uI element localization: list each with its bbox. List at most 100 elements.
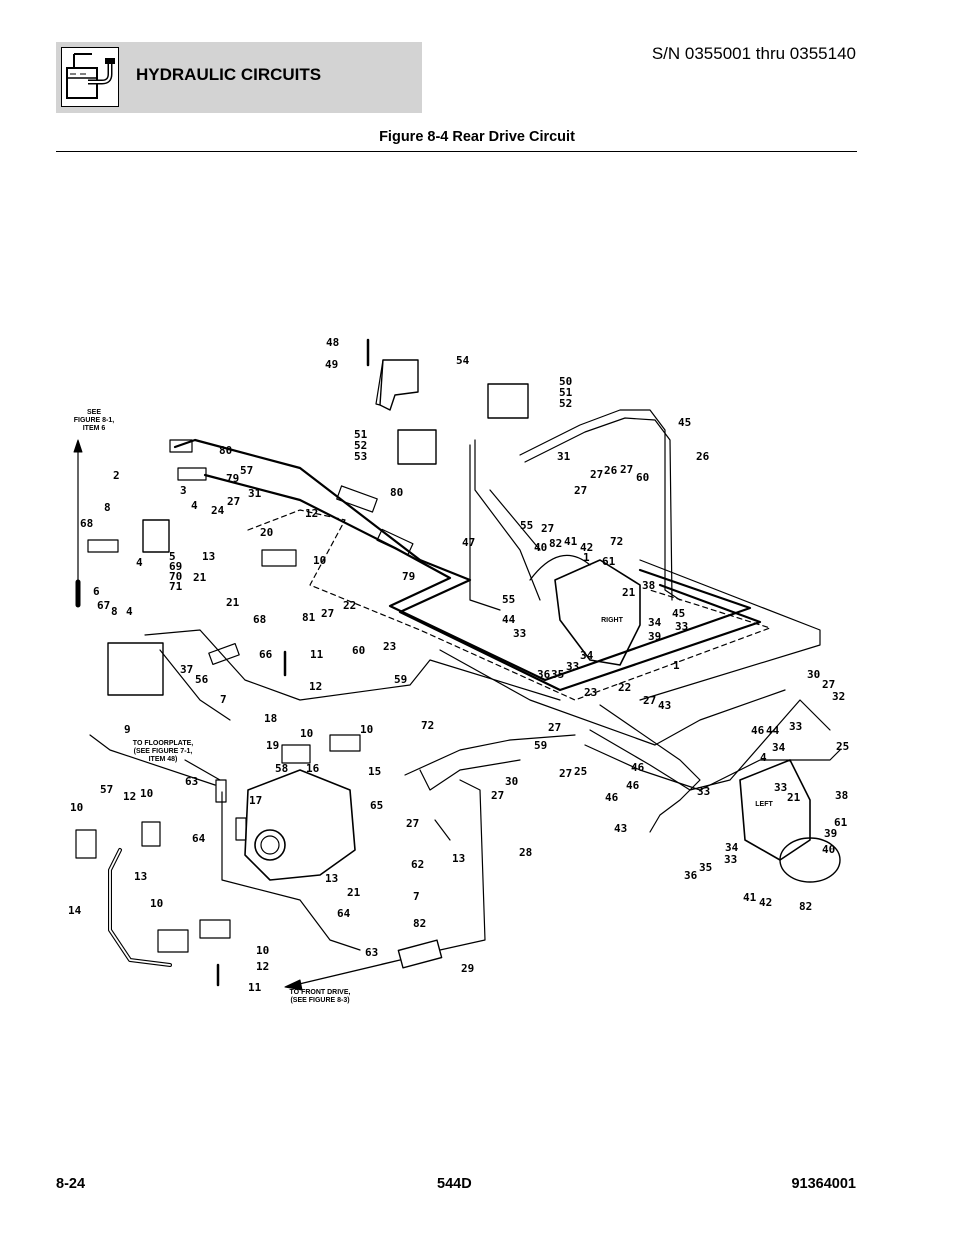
callout-item-53: 53 (354, 450, 367, 463)
callout-item-27: 27 (406, 817, 419, 830)
callout-item-21: 21 (787, 791, 801, 804)
callout-item-54: 54 (456, 354, 470, 367)
callout-item-6: 6 (93, 585, 100, 598)
callout-item-36: 36 (537, 668, 551, 681)
callout-item-23: 23 (383, 640, 396, 653)
callout-item-82: 82 (549, 537, 562, 550)
figure-title: Figure 8-4 Rear Drive Circuit (379, 129, 575, 145)
callout-item-35: 35 (699, 861, 712, 874)
callout-item-28: 28 (519, 846, 532, 859)
callout-item-21: 21 (622, 586, 636, 599)
callout-item-37: 37 (180, 663, 193, 676)
callout-item-33: 33 (675, 620, 688, 633)
manifold-9 (107, 642, 164, 696)
callout-item-20: 20 (260, 526, 273, 539)
callout-item-29: 29 (461, 962, 474, 975)
callout-item-61: 61 (602, 555, 616, 568)
callout-item-33: 33 (789, 720, 802, 733)
callout-item-12: 12 (123, 790, 136, 803)
svg-text:(SEE FIGURE 7-1,: (SEE FIGURE 7-1, (134, 748, 193, 755)
callout-item-10: 10 (70, 801, 83, 814)
callout-item-8: 8 (111, 605, 118, 618)
callout-item-42: 42 (759, 896, 772, 909)
svg-text:(SEE FIGURE 8-3): (SEE FIGURE 8-3) (290, 997, 349, 1004)
callout-item-10: 10 (256, 944, 269, 957)
callout-item-35: 35 (551, 668, 564, 681)
callout-item-40: 40 (534, 541, 547, 554)
callout-item-44: 44 (766, 724, 780, 737)
hose-63 (221, 791, 361, 951)
callout-item-32: 32 (832, 690, 845, 703)
callout-item-13: 13 (325, 872, 338, 885)
callout-item-22: 22 (343, 599, 356, 612)
callout-item-10: 10 (150, 897, 163, 910)
callout-item-27: 27 (227, 495, 240, 508)
callout-item-16: 16 (306, 762, 320, 775)
hose-43 (599, 704, 701, 833)
label-right-motor: RIGHT (601, 617, 624, 624)
callout-item-64: 64 (337, 907, 351, 920)
callout-item-30: 30 (505, 775, 518, 788)
callout-item-4: 4 (126, 605, 133, 618)
callout-item-15: 15 (368, 765, 381, 778)
callout-item-12: 12 (256, 960, 269, 973)
callout-item-9: 9 (124, 723, 131, 736)
hydraulic-reservoir-icon (61, 47, 119, 107)
callout-item-42: 42 (580, 541, 593, 554)
callout-item-52: 52 (559, 397, 572, 410)
clamp-block-51 (397, 429, 437, 465)
callout-item-4: 4 (136, 556, 143, 569)
callout-item-64: 64 (192, 832, 206, 845)
callout-item-10: 10 (140, 787, 153, 800)
callout-item-19: 19 (266, 739, 279, 752)
callout-item-27: 27 (548, 721, 561, 734)
callout-item-21: 21 (193, 571, 207, 584)
model-number: 544D (437, 1176, 472, 1192)
callout-item-51: 51 (559, 386, 573, 399)
hose-47 (474, 439, 541, 601)
right-drive-motor (554, 559, 641, 666)
callout-item-45: 45 (678, 416, 691, 429)
callout-item-43: 43 (658, 699, 671, 712)
hose-66 (144, 629, 561, 701)
callout-item-58: 58 (275, 762, 288, 775)
callout-item-38: 38 (642, 579, 655, 592)
callout-item-67: 67 (97, 599, 110, 612)
callout-item-46: 46 (751, 724, 765, 737)
callout-item-34: 34 (772, 741, 786, 754)
callout-item-56: 56 (195, 673, 209, 686)
callout-item-60: 60 (352, 644, 365, 657)
callout-item-7: 7 (220, 693, 227, 706)
callout-item-33: 33 (774, 781, 787, 794)
callout-item-27: 27 (822, 678, 835, 691)
callout-item-14: 14 (68, 904, 82, 917)
arrow-floorplate (184, 759, 221, 781)
svg-text:FIGURE 8-1,: FIGURE 8-1, (74, 417, 115, 424)
callout-item-79: 79 (402, 570, 415, 583)
callout-item-39: 39 (648, 630, 661, 643)
callout-item-57: 57 (100, 783, 113, 796)
callout-item-71: 71 (169, 580, 183, 593)
callout-item-27: 27 (491, 789, 504, 802)
callout-item-5: 5 (169, 550, 176, 563)
callout-item-3: 3 (180, 484, 187, 497)
callout-item-17: 17 (249, 794, 262, 807)
callout-item-27: 27 (620, 463, 633, 476)
callout-item-69: 69 (169, 560, 182, 573)
callout-item-8: 8 (104, 501, 111, 514)
callout-item-1: 1 (673, 659, 680, 672)
callout-item-55: 55 (520, 519, 533, 532)
callout-item-82: 82 (799, 900, 812, 913)
callout-item-4: 4 (760, 751, 767, 764)
note-to-front-drive: TO FRONT DRIVE, (290, 989, 351, 996)
callout-item-27: 27 (559, 767, 572, 780)
callout-item-41: 41 (743, 891, 757, 904)
callout-item-23: 23 (584, 686, 597, 699)
callout-item-10: 10 (360, 723, 373, 736)
callout-item-25: 25 (574, 765, 587, 778)
callout-item-68: 68 (253, 613, 266, 626)
callout-item-46: 46 (626, 779, 640, 792)
callout-item-43: 43 (614, 822, 627, 835)
callout-item-26: 26 (696, 450, 710, 463)
